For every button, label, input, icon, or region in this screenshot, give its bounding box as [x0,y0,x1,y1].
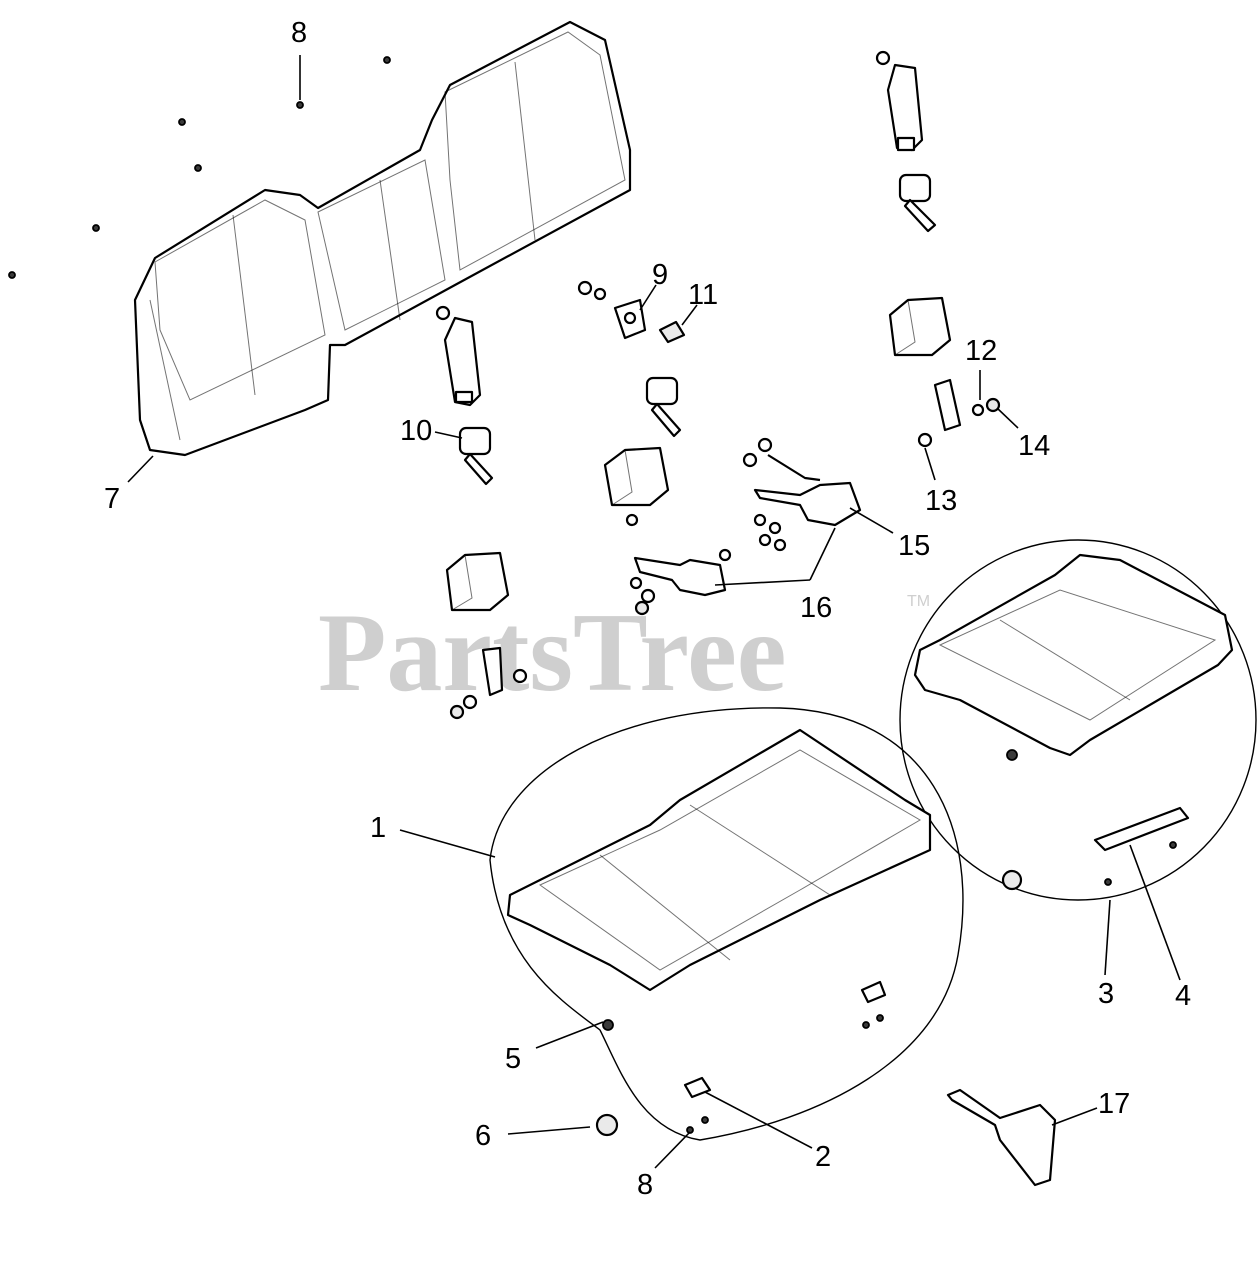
anchor-bracket-9[interactable] [577,280,647,340]
retractor-box-left[interactable] [445,551,510,612]
callout-1[interactable]: 1 [370,812,386,844]
callout-11[interactable]: 11 [688,279,718,311]
callout-8-top[interactable]: 8 [291,17,307,49]
seat-group-outline-right [899,539,1257,901]
buckle-center[interactable] [645,376,682,438]
mud-flap-17[interactable] [946,1088,1057,1187]
callout-13[interactable]: 13 [925,485,957,517]
seat-belt-retractor-left[interactable] [435,305,482,407]
retractor-box-right[interactable] [888,296,952,357]
cap-nut-11[interactable] [658,320,686,344]
stud-right[interactable] [1006,749,1018,761]
callout-17[interactable]: 17 [1098,1088,1130,1120]
seat-belt-retractor-right[interactable] [875,50,924,152]
bracket-4[interactable] [1093,806,1190,886]
callout-16[interactable]: 16 [800,592,832,624]
screw-group-top[interactable] [8,56,391,279]
callout-9[interactable]: 9 [652,259,668,291]
callout-12[interactable]: 12 [965,335,997,367]
stud-5[interactable] [602,1019,614,1031]
leader-lines [127,55,1181,1169]
callout-10[interactable]: 10 [400,415,432,447]
watermark-text: PartsTree [318,591,787,715]
seat-back-assembly[interactable] [133,20,632,457]
mount-plate-left[interactable] [449,646,528,720]
callout-4[interactable]: 4 [1175,980,1191,1012]
callout-14[interactable]: 14 [1018,430,1050,462]
callout-labels: 8 7 9 11 10 12 14 13 15 16 1 5 6 8 2 3 4… [104,17,1191,1201]
callout-7[interactable]: 6 [475,1120,491,1152]
seat-belt-15[interactable] [742,437,862,552]
callout-6[interactable]: 7 [104,483,120,515]
mount-plate-right[interactable] [917,378,1001,448]
callout-3[interactable]: 3 [1098,978,1114,1010]
buckle-10[interactable] [458,426,494,486]
seat-group-outline-center [489,707,964,1141]
seat-cushion-center[interactable] [506,728,932,992]
bracket-small-top[interactable] [860,980,887,1029]
knob-nut[interactable] [1001,869,1023,891]
retractor-box-center[interactable] [603,446,670,527]
callout-15[interactable]: 15 [898,530,930,562]
callout-2[interactable]: 2 [815,1141,831,1173]
bracket-2[interactable] [683,1076,712,1134]
buckle-right[interactable] [898,173,937,233]
callout-5[interactable]: 5 [505,1043,521,1075]
seat-belt-16[interactable] [629,548,732,616]
seat-cushion-right[interactable] [913,553,1234,757]
callout-8-bottom[interactable]: 8 [637,1169,653,1201]
watermark-trademark: TM [907,593,930,610]
knob-nut-7[interactable] [595,1113,619,1137]
